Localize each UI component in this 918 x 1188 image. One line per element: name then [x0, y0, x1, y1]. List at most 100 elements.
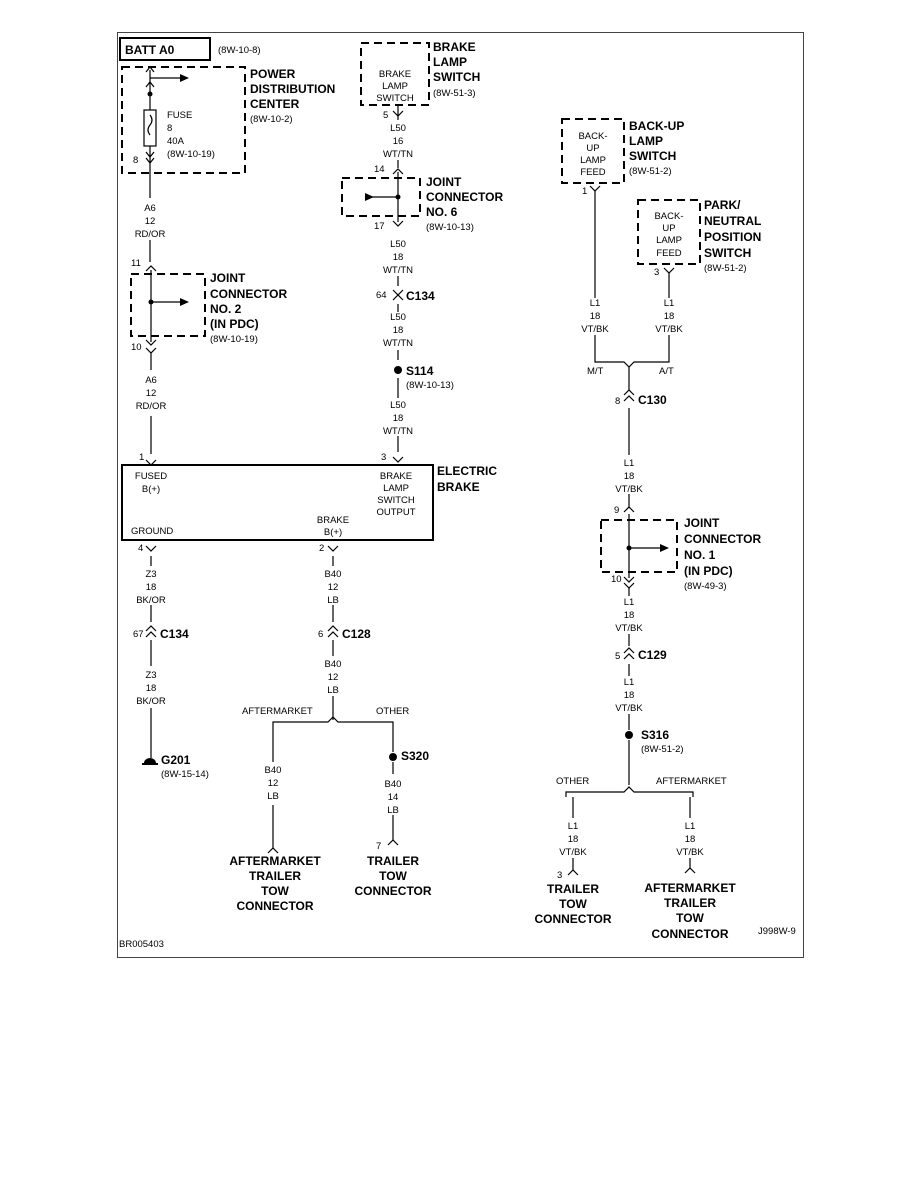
wire-a6-bot-code: A6	[145, 375, 157, 386]
ttc-right-pin: 3	[557, 870, 562, 881]
jc1-title-1: JOINT	[684, 516, 720, 530]
eb-pin-brake: 2	[319, 543, 324, 554]
bls-title-3: SWITCH	[433, 70, 480, 84]
pnp-title-1: PARK/	[704, 198, 741, 212]
pnp-inner-4: FEED	[656, 248, 681, 259]
jc2-title-4: (IN PDC)	[210, 317, 259, 331]
s320-name: S320	[401, 749, 429, 763]
wire-a6-bot-gauge: 12	[146, 388, 157, 399]
eb-brake-1: BRAKE	[317, 515, 349, 526]
jc1-ref: (8W-49-3)	[684, 581, 727, 592]
wire-b40-3-color: LB	[267, 791, 279, 802]
jc6-title-2: CONNECTOR	[426, 190, 503, 204]
ttc-right-3: CONNECTOR	[534, 912, 611, 926]
c128-name: C128	[342, 627, 371, 641]
wire-z3-2-color: BK/OR	[136, 696, 166, 707]
wire-z3-1-code: Z3	[145, 569, 156, 580]
bls-inner-3: SWITCH	[376, 93, 414, 104]
bls-inner-1: BRAKE	[379, 69, 411, 80]
wire-l1-1-gauge: 18	[624, 471, 635, 482]
footer-left-code: BR005403	[119, 939, 164, 950]
c134-bot-pin: 67	[133, 629, 144, 640]
eb-title-1: ELECTRIC	[437, 464, 497, 478]
amt-left-2: TRAILER	[249, 869, 301, 883]
wire-b40-4-code: B40	[385, 779, 402, 790]
wire-l50-1-color: WT/TN	[383, 149, 413, 160]
wire-l1-2-color: VT/BK	[615, 623, 643, 634]
bul-inner-3: LAMP	[580, 155, 606, 166]
fuse-amps: 40A	[167, 136, 185, 147]
fuse-ref: (8W-10-19)	[167, 149, 215, 160]
bls-inner-2: LAMP	[382, 81, 408, 92]
bul-title-1: BACK-UP	[629, 119, 684, 133]
wire-b40-4-gauge: 14	[388, 792, 399, 803]
eb-ground: GROUND	[131, 526, 173, 537]
pdc-title-3: CENTER	[250, 97, 300, 111]
wire-a6-top-code: A6	[144, 203, 156, 214]
wire-l1-l-code: L1	[568, 821, 579, 832]
amt-right-1: AFTERMARKET	[644, 881, 736, 895]
wire-l50-3-color: WT/TN	[383, 338, 413, 349]
bls-pin: 5	[383, 110, 388, 121]
wire-l1-3-code: L1	[624, 677, 635, 688]
wire-b40-2-color: LB	[327, 685, 339, 696]
eb-fused-2: B(+)	[142, 484, 160, 495]
ground-g201-symbol	[144, 758, 156, 763]
eb-title-2: BRAKE	[437, 480, 480, 494]
wire-z3-1-gauge: 18	[146, 582, 157, 593]
wire-l1-at-color: VT/BK	[655, 324, 683, 335]
c130-pin: 8	[615, 396, 620, 407]
eb-bls-3: SWITCH	[377, 495, 415, 506]
jc1-pin-in: 9	[614, 505, 619, 516]
wire-l50-4-gauge: 18	[393, 413, 404, 424]
pdc-pin: 8	[133, 155, 138, 166]
eb-bls-2: LAMP	[383, 483, 409, 494]
jc2-title-2: CONNECTOR	[210, 287, 287, 301]
wire-b40-1-code: B40	[325, 569, 342, 580]
wire-b40-2-code: B40	[325, 659, 342, 670]
g201-ref: (8W-15-14)	[161, 769, 209, 780]
eb-brake-2: B(+)	[324, 527, 342, 538]
wire-b40-3-code: B40	[265, 765, 282, 776]
s114-ref: (8W-10-13)	[406, 380, 454, 391]
bul-ref: (8W-51-2)	[629, 166, 672, 177]
amt-left-1: AFTERMARKET	[229, 854, 321, 868]
jc6-title-1: JOINT	[426, 175, 462, 189]
s114-name: S114	[406, 364, 434, 378]
eb-pin-bls: 3	[381, 452, 386, 463]
wire-l50-4-code: L50	[390, 400, 406, 411]
wire-z3-2-code: Z3	[145, 670, 156, 681]
wire-b40-1-gauge: 12	[328, 582, 339, 593]
ttc-right-1: TRAILER	[547, 882, 599, 896]
splice-s114	[394, 366, 402, 374]
amt-left-3: TOW	[261, 884, 289, 898]
wire-l1-mt-color: VT/BK	[581, 324, 609, 335]
wire-l50-4-color: WT/TN	[383, 426, 413, 437]
wire-b40-4-color: LB	[387, 805, 399, 816]
c134-top-pin: 64	[376, 290, 387, 301]
bls-ref: (8W-51-3)	[433, 88, 476, 99]
footer-right-code: J998W-9	[758, 926, 796, 937]
eb-pin-gnd: 4	[138, 543, 143, 554]
bul-title-2: LAMP	[629, 134, 663, 148]
split-trans-right: A/T	[659, 366, 674, 377]
wire-l1-3-color: VT/BK	[615, 703, 643, 714]
splice-s316	[625, 731, 633, 739]
pdc-title-1: POWER	[250, 67, 296, 81]
amt-left-4: CONNECTOR	[236, 899, 313, 913]
wire-l1-mt-code: L1	[590, 298, 601, 309]
bul-inner-1: BACK-	[578, 131, 607, 142]
wire-a6-top-gauge: 12	[145, 216, 156, 227]
wire-l1-l-color: VT/BK	[559, 847, 587, 858]
jc1-pin-out: 10	[611, 574, 622, 585]
bul-title-3: SWITCH	[629, 149, 676, 163]
wire-a6-top-color: RD/OR	[135, 229, 166, 240]
pnp-inner-3: LAMP	[656, 235, 682, 246]
split-b40-right: OTHER	[376, 706, 409, 717]
bls-title-2: LAMP	[433, 55, 467, 69]
wire-l1-r-color: VT/BK	[676, 847, 704, 858]
jc6-title-3: NO. 6	[426, 205, 458, 219]
wire-l1-r-code: L1	[685, 821, 696, 832]
s316-name: S316	[641, 728, 669, 742]
